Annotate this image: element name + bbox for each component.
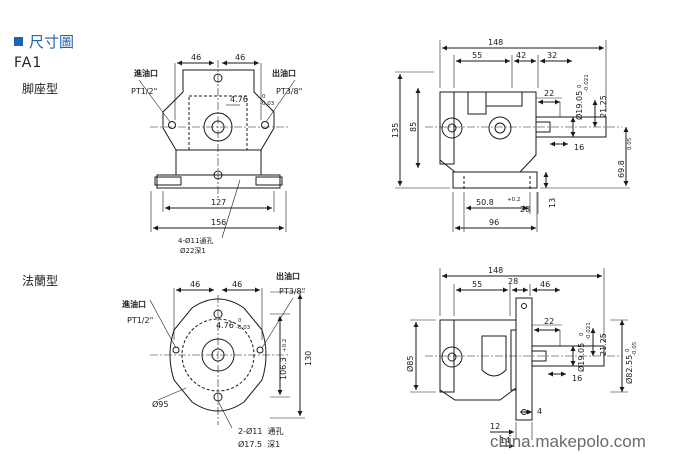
section-header: 尺寸圖 bbox=[14, 31, 74, 52]
foot-hole-note: 4-Ø11通孔 bbox=[178, 236, 213, 245]
foot-side-dim-2125: 21.25 bbox=[599, 95, 608, 118]
flange-dim-46-left: 46 bbox=[190, 280, 200, 289]
flange-dim-130: 130 bbox=[304, 351, 313, 366]
flange-hole-note: 2-Ø11 通孔 bbox=[238, 426, 283, 436]
flange-hole-type: 通孔 bbox=[267, 426, 283, 436]
flange-front-view bbox=[149, 287, 305, 429]
foot-dim-476: 4.76 bbox=[230, 95, 248, 104]
flange-hole-count: 2-Ø11 bbox=[238, 426, 262, 436]
foot-front-base bbox=[156, 174, 281, 189]
foot-side-dim-508: 50.8 bbox=[476, 198, 494, 207]
flange-side-view bbox=[410, 268, 628, 449]
flange-side-dim-8255-tol-dn: -0.05 bbox=[632, 341, 638, 356]
flange-side-dim-148: 148 bbox=[488, 266, 503, 275]
foot-side-dim-698-tol: 0.05 bbox=[627, 137, 633, 150]
square-bullet-icon bbox=[14, 37, 23, 46]
foot-dim-476-tol-dn: -0.03 bbox=[260, 101, 275, 107]
flange-side-dim-1905-tol-up: 0 bbox=[579, 332, 585, 336]
flange-side-dim-46: 46 bbox=[540, 280, 550, 289]
flange-side-dim-2125: 21.25 bbox=[599, 333, 608, 356]
foot-front-body-outline bbox=[162, 69, 275, 151]
foot-side-view bbox=[395, 40, 630, 232]
foot-side-dim-698: 69.8 bbox=[617, 160, 626, 178]
flange-outlet-thread: PT3/8" bbox=[279, 287, 305, 296]
flange-front-labels: 進油口 PT1/2" 出油口 PT3/8" 46 46 4.76 0 -0.03… bbox=[122, 271, 313, 449]
foot-front-view bbox=[138, 60, 296, 239]
flange-dim-476-tol-dn: -0.03 bbox=[236, 325, 251, 331]
foot-dim-127: 127 bbox=[211, 198, 226, 207]
flange-side-dim-12: 12 bbox=[490, 422, 500, 431]
flange-side-dim-28: 28 bbox=[508, 277, 518, 286]
foot-side-dim-508-tol: +0.2 bbox=[507, 197, 520, 203]
flange-side-dim-8255-tol-up: 0 bbox=[625, 348, 631, 352]
flange-dim-46-right: 46 bbox=[232, 280, 242, 289]
flange-side-port bbox=[481, 335, 507, 377]
foot-inlet-thread: PT1/2" bbox=[131, 87, 157, 96]
foot-dim-46-right: 46 bbox=[235, 53, 245, 62]
foot-side-labels: 148 55 42 32 135 85 22 Ø19.05 0 -0.021 2… bbox=[391, 38, 633, 227]
flange-side-dim-8255: Ø82.55 bbox=[624, 355, 634, 384]
foot-side-dim-22: 22 bbox=[544, 89, 554, 98]
flange-outline bbox=[169, 298, 267, 412]
foot-side-dim-85: 85 bbox=[409, 122, 418, 132]
flange-side-dim-16: 16 bbox=[572, 374, 582, 383]
flange-counterbore-dia: Ø17.5 bbox=[238, 439, 262, 449]
flange-dim-476: 4.76 bbox=[216, 321, 234, 330]
foot-outlet-thread: PT3/8" bbox=[276, 87, 302, 96]
flange-dim-476-tol-up: 0 bbox=[238, 318, 242, 324]
foot-front-labels: 進油口 PT1/2" 出油口 PT3/8" 46 46 4.76 0 -0.03… bbox=[131, 53, 302, 255]
foot-side-dim-28: 28 bbox=[520, 205, 530, 214]
foot-side-dim-13: 13 bbox=[548, 198, 557, 208]
foot-dim-476-tol-up: 0 bbox=[262, 94, 266, 100]
flange-side-dim-1905: Ø19.05 bbox=[576, 343, 586, 372]
flange-side-body bbox=[439, 319, 517, 401]
flange-dim-95: Ø95 bbox=[152, 399, 168, 409]
foot-slot-left bbox=[154, 176, 182, 186]
foot-side-dim-1905: Ø19.05 bbox=[574, 91, 584, 120]
flange-type-label: 法蘭型 bbox=[22, 274, 59, 288]
foot-side-dim-1905-tol-up: 0 bbox=[577, 84, 583, 88]
flange-side-dim-1905-tol-dn: -0.021 bbox=[586, 322, 592, 340]
flange-counterbore-note: Ø17.5 深1 bbox=[238, 439, 280, 449]
flange-inlet-label: 進油口 bbox=[122, 299, 146, 309]
foot-side-dim-32: 32 bbox=[547, 51, 557, 60]
watermark: china.makepolo.com bbox=[490, 432, 646, 451]
foot-port-left bbox=[168, 121, 176, 129]
foot-type-label: 脚座型 bbox=[22, 82, 59, 96]
model-name: FA1 bbox=[14, 55, 43, 71]
section-title: 尺寸圖 bbox=[29, 33, 75, 51]
flange-counterbore-depth: 深1 bbox=[267, 440, 280, 449]
flange-dim-1063-tol: +0.2 bbox=[282, 339, 288, 352]
flange-side-dim-14: 14 bbox=[500, 436, 510, 445]
foot-port-right bbox=[261, 121, 269, 129]
foot-side-base bbox=[452, 171, 538, 189]
flange-side-dim-22: 22 bbox=[544, 317, 554, 326]
flange-side-dim-55: 55 bbox=[472, 280, 482, 289]
flange-side-bore-left bbox=[441, 346, 463, 368]
foot-dim-156: 156 bbox=[211, 218, 226, 227]
foot-side-dim-42: 42 bbox=[516, 51, 526, 60]
foot-side-dim-16: 16 bbox=[574, 143, 584, 152]
foot-inlet-label: 進油口 bbox=[134, 68, 158, 78]
flange-side-labels: 148 55 28 46 Ø85 22 Ø19.05 0 -0.021 21.2… bbox=[405, 266, 638, 445]
foot-side-dim-55: 55 bbox=[472, 51, 482, 60]
foot-side-dim-148: 148 bbox=[488, 38, 503, 47]
flange-inlet-thread: PT1/2" bbox=[127, 316, 153, 325]
foot-side-dim-96: 96 bbox=[489, 218, 499, 227]
flange-dim-1063: 106.3 bbox=[279, 357, 288, 380]
foot-side-dim-135: 135 bbox=[391, 123, 400, 138]
flange-side-dim-4: 4 bbox=[537, 407, 542, 416]
foot-counterbore-note: Ø22深1 bbox=[180, 246, 206, 255]
flange-outlet-label: 出油口 bbox=[276, 271, 300, 281]
foot-dim-46-left: 46 bbox=[191, 53, 201, 62]
foot-side-dim-1905-tol-dn: -0.021 bbox=[584, 74, 590, 92]
foot-side-bore-left bbox=[441, 117, 463, 139]
foot-slot-right bbox=[255, 176, 283, 186]
flange-plate bbox=[515, 297, 533, 421]
flange-side-dim-85: Ø85 bbox=[405, 356, 415, 372]
foot-outlet-label: 出油口 bbox=[272, 68, 296, 78]
foot-side-left-cap bbox=[439, 91, 455, 165]
foot-side-bore-right bbox=[488, 116, 512, 140]
